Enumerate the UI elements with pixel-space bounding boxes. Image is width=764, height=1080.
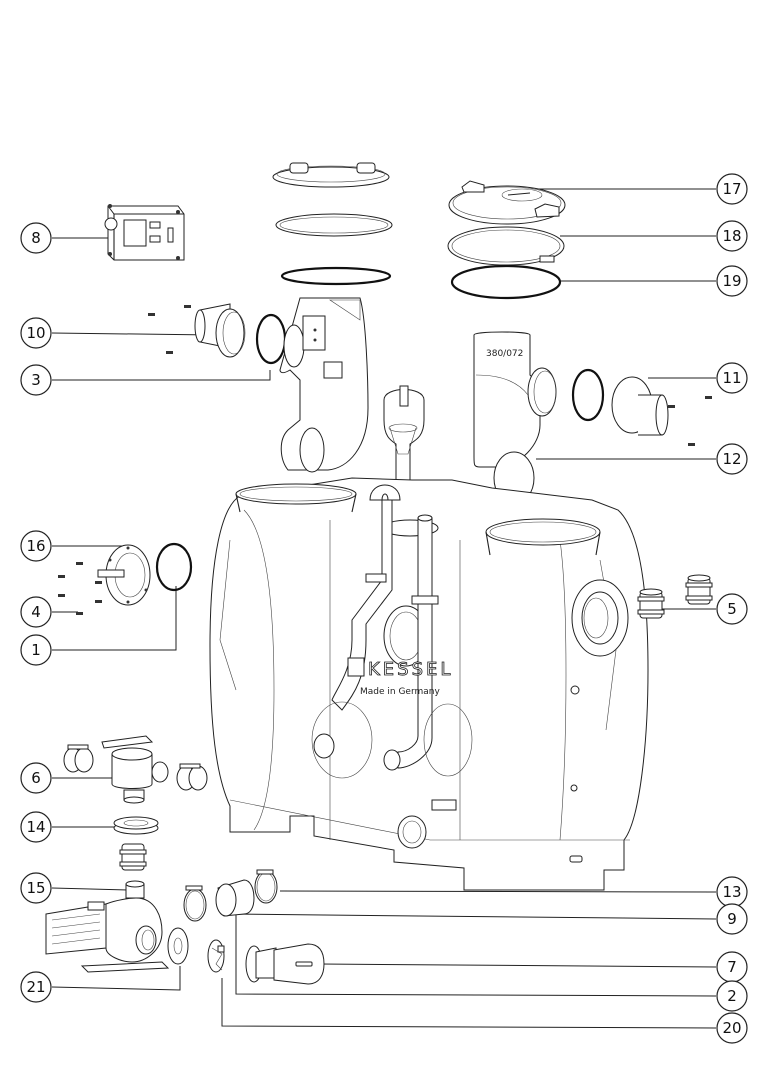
leader-20 [221, 978, 717, 1029]
inspection-flange [97, 544, 151, 606]
callout-15[interactable]: 15 [20, 872, 52, 904]
o-ring-seal-right [571, 368, 605, 422]
callout-7[interactable]: 7 [716, 951, 748, 983]
svg-text:12: 12 [722, 450, 741, 468]
gate-valve [101, 735, 169, 804]
manhole-cover-right [448, 180, 566, 225]
seal-ring-right [450, 264, 562, 300]
callout-2[interactable]: 2 [716, 980, 748, 1012]
main-tank [209, 477, 649, 891]
callout-13[interactable]: 13 [716, 876, 748, 908]
callout-12[interactable]: 12 [716, 443, 748, 475]
non-return-valve [245, 943, 325, 985]
svg-text:1: 1 [31, 641, 41, 659]
leader-1 [52, 586, 177, 651]
callout-21[interactable]: 21 [20, 971, 52, 1003]
leader-3 [52, 370, 271, 381]
hose-clamps-valve-right [176, 763, 208, 791]
svg-text:16: 16 [26, 537, 45, 555]
leader-9 [227, 913, 717, 920]
seal-ring-left [280, 266, 392, 286]
svg-text:4: 4 [31, 603, 41, 621]
svg-text:380/072: 380/072 [486, 349, 523, 359]
elbow-pipe-right: 380/072 [473, 331, 557, 505]
inlet-adapter-left [194, 303, 246, 358]
svg-text:9: 9 [727, 910, 737, 928]
leader-10 [51, 332, 215, 336]
svg-text:2: 2 [727, 987, 737, 1005]
screws-flange [58, 562, 102, 615]
o-ring-seal-left [255, 313, 287, 365]
callout-9[interactable]: 9 [716, 903, 748, 935]
svg-text:5: 5 [727, 600, 737, 618]
hose-clamps-valve-left [63, 744, 94, 773]
callout-19[interactable]: 19 [716, 265, 748, 297]
callout-17[interactable]: 17 [716, 173, 748, 205]
callout-5[interactable]: 5 [716, 593, 748, 625]
callout-10[interactable]: 10 [20, 317, 52, 349]
elbow-pipe-left [279, 297, 369, 473]
svg-text:8: 8 [31, 229, 41, 247]
svg-text:14: 14 [26, 818, 45, 836]
leader-lines [51, 188, 717, 1029]
impeller [207, 939, 225, 973]
clamp-ring-left [275, 213, 393, 237]
central-check-pipe [383, 385, 425, 515]
connecting-sleeve [215, 879, 255, 917]
svg-text:3: 3 [31, 371, 41, 389]
inlet-adapter-right [611, 376, 712, 446]
leader-7 [319, 963, 717, 968]
callout-20[interactable]: 20 [716, 1012, 748, 1044]
svg-text:21: 21 [26, 978, 45, 996]
leader-13 [279, 890, 717, 893]
callout-14[interactable]: 14 [20, 811, 52, 843]
svg-text:20: 20 [722, 1019, 741, 1037]
pump [45, 880, 170, 973]
svg-text:11: 11 [722, 369, 741, 387]
svg-text:10: 10 [26, 324, 45, 342]
svg-text:6: 6 [31, 769, 41, 787]
flange-adapter [113, 816, 159, 835]
svg-text:15: 15 [26, 879, 45, 897]
flange-seal-ring [155, 542, 193, 592]
callout-18[interactable]: 18 [716, 220, 748, 252]
callout-1[interactable]: 1 [20, 634, 52, 666]
control-unit [104, 204, 185, 261]
brand-name: KESSEL [368, 659, 453, 680]
callouts: 17 18 19 8 10 3 11 12 16 4 1 5 6 14 15 1… [20, 173, 748, 1044]
leader-21 [51, 966, 181, 991]
svg-text:17: 17 [722, 180, 741, 198]
leader-15 [51, 887, 131, 891]
pump-flange-seal [167, 927, 189, 965]
clamp-ring-right [447, 226, 565, 266]
screws-left-inlet [148, 305, 191, 354]
callout-4[interactable]: 4 [20, 596, 52, 628]
callout-16[interactable]: 16 [20, 530, 52, 562]
callout-6[interactable]: 6 [20, 762, 52, 794]
made-in-marking: Made in Germany [360, 687, 440, 697]
svg-text:7: 7 [727, 958, 737, 976]
svg-text:18: 18 [722, 227, 741, 245]
hose-couplings [637, 574, 713, 619]
callout-3[interactable]: 3 [20, 364, 52, 396]
callout-8[interactable]: 8 [20, 222, 52, 254]
callout-11[interactable]: 11 [716, 362, 748, 394]
hose-coupling-pump [119, 843, 147, 871]
manhole-cover-left [272, 162, 390, 188]
leader-2 [235, 914, 717, 997]
svg-text:13: 13 [722, 883, 741, 901]
hose-clamps [183, 869, 278, 922]
svg-text:19: 19 [722, 272, 741, 290]
brand-logo: KESSEL Made in Germany [347, 657, 453, 697]
